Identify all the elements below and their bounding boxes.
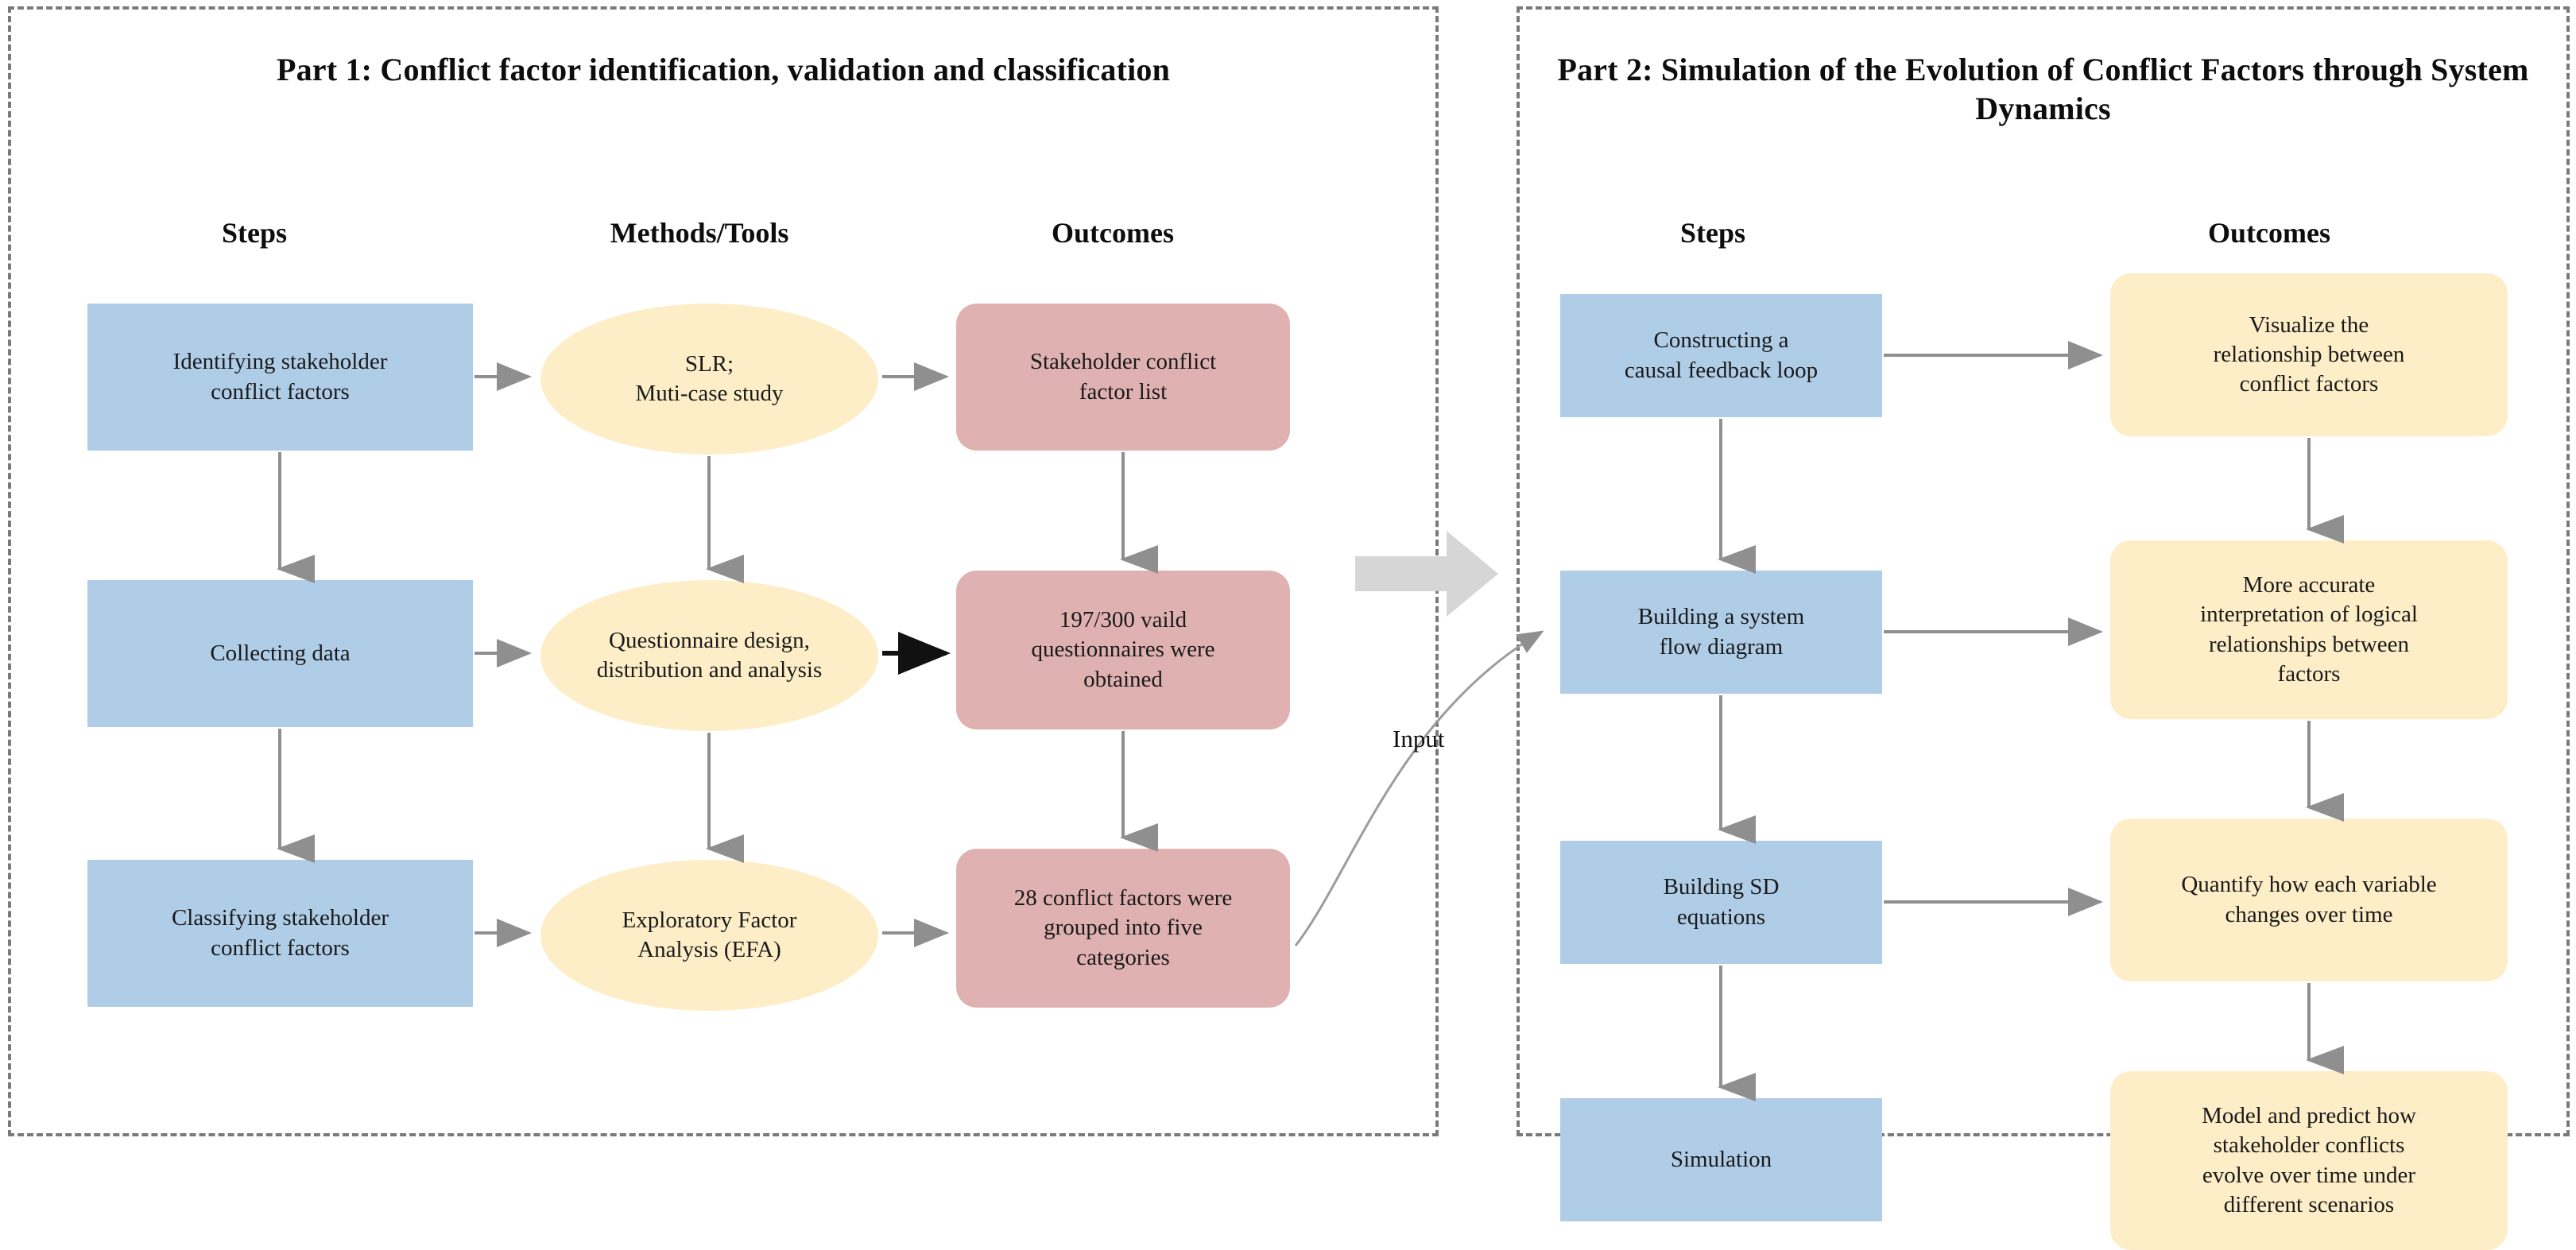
part2-column-header-steps: Steps [1679, 217, 1746, 249]
part2-step-box-1[interactable]: Constructing a causal feedback loop [1560, 294, 1882, 417]
part1-step-label-2: Collecting data [210, 640, 351, 666]
part1-outcome-label-1: Stakeholder conflict factor list [1029, 349, 1217, 404]
part1-method-label-3: Exploratory Factor Analysis (EFA) [622, 907, 797, 962]
part2-step-box-2[interactable]: Building a system flow diagram [1560, 571, 1882, 694]
part1-method-oval-2[interactable]: Questionnaire design, distribution and a… [540, 580, 878, 731]
part1-outcome-box-2[interactable]: 197/300 vaild questionnaires were obtain… [956, 571, 1290, 729]
part2-step-box-4[interactable]: Simulation [1560, 1098, 1882, 1221]
part2-step-box-3[interactable]: Building SD equations [1560, 841, 1882, 964]
part1-column-header-steps: Steps [221, 217, 288, 249]
part1-method-oval-3[interactable]: Exploratory Factor Analysis (EFA) [540, 860, 878, 1011]
part1-step-box-3[interactable]: Classifying stakeholder conflict factors [87, 860, 473, 1007]
part1-step-box-1[interactable]: Identifying stakeholder conflict factors [87, 304, 473, 451]
part1-outcome-label-2: 197/300 vaild questionnaires were obtain… [1031, 607, 1215, 692]
part1-column-header-outcomes: Outcomes [1052, 217, 1174, 249]
part2-step-label-3: Building SD equations [1663, 874, 1780, 930]
part2-outcome-label-2: More accurate interpretation of logical … [2200, 572, 2418, 687]
part2-outcome-box-1[interactable]: Visualize the relationship between confl… [2110, 273, 2508, 436]
part1-step-box-2[interactable]: Collecting data [87, 580, 473, 727]
part2-outcome-box-4[interactable]: Model and predict how stakeholder confli… [2110, 1071, 2508, 1250]
part1-step-label-3: Classifying stakeholder conflict factors [171, 905, 389, 961]
part1-outcome-box-3[interactable]: 28 conflict factors were grouped into fi… [956, 849, 1290, 1008]
part2-outcome-box-3[interactable]: Quantify how each variable changes over … [2110, 818, 2508, 981]
part2-outcome-box-2[interactable]: More accurate interpretation of logical … [2110, 540, 2508, 719]
part1-method-label-2: Questionnaire design, distribution and a… [596, 627, 823, 683]
part1-outcome-box-1[interactable]: Stakeholder conflict factor list [956, 304, 1290, 451]
part-2-panel [1517, 6, 2570, 1136]
part1-outcome-label-3: 28 conflict factors were grouped into fi… [1013, 885, 1233, 970]
part1-step-label-1: Identifying stakeholder conflict factors [172, 349, 388, 404]
part2-outcome-label-3: Quantify how each variable changes over … [2181, 872, 2437, 927]
part2-step-label-4: Simulation [1670, 1146, 1772, 1172]
part2-column-header-outcomes: Outcomes [2208, 217, 2330, 249]
part2-outcome-label-1: Visualize the relationship between confl… [2213, 312, 2405, 397]
input-connector-label: Input [1393, 725, 1445, 753]
part2-outcome-label-4: Model and predict how stakeholder confli… [2202, 1103, 2416, 1217]
part-2-title: Part 2: Simulation of the Evolution of C… [1557, 52, 2529, 126]
part1-method-label-1: SLR; Muti-case study [635, 350, 784, 406]
part2-step-label-2: Building a system flow diagram [1637, 604, 1805, 660]
part1-method-oval-1[interactable]: SLR; Muti-case study [540, 304, 878, 455]
part-1-title: Part 1: Conflict factor identification, … [276, 52, 1171, 87]
part1-column-header-methods: Methods/Tools [610, 217, 789, 249]
part2-step-label-1: Constructing a causal feedback loop [1624, 327, 1819, 383]
